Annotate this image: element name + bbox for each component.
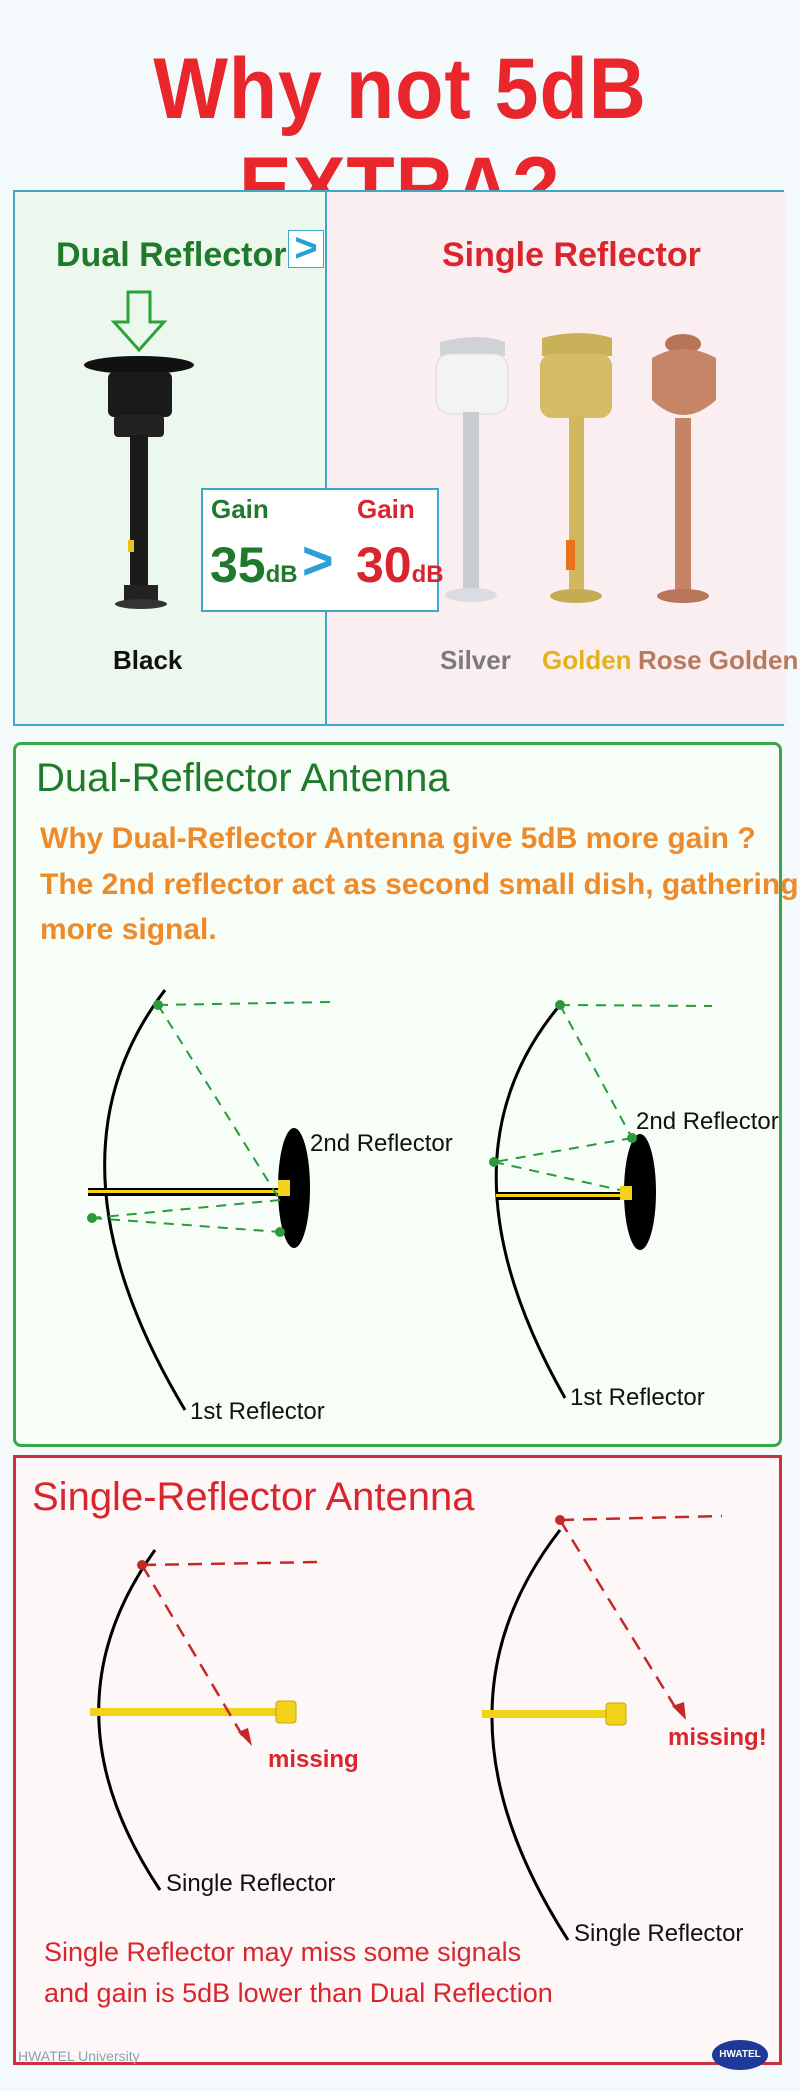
silver-antenna [435,337,509,602]
single-reflector-dish-a [97,1549,162,1891]
variant-golden: Golden [542,645,632,675]
gain-unit-right: dB [411,561,444,588]
dual-side [15,192,325,724]
gain-unit-left: dB [265,561,298,588]
missing-label-a: missing [268,1746,359,1773]
gain-label-left: Gain [211,494,269,524]
antenna-illustrations [84,290,716,609]
single-reflector-label-b: Single Reflector [574,1920,744,1947]
dual-panel-line2: more signal. [40,913,217,946]
feed-arm-single-b [482,1710,612,1718]
comparison-panel [13,190,786,726]
gain-greater-symbol: > [302,531,334,591]
rose-golden-antenna [652,334,716,603]
single-reflector-diagram [90,1514,723,1941]
golden-antenna [540,333,612,603]
single-side [325,192,786,724]
gain-label-right: Gain [357,494,415,524]
single-reflector-dish-b [490,1529,570,1941]
page-title: Why not 5dB EXTRA? [153,41,647,236]
black-antenna [84,356,194,609]
first-reflector-dish-b [494,1004,567,1399]
first-reflector-dish-a [103,989,187,1411]
footer-university: HWATEL University [18,2048,140,2064]
hwatel-logo: HWATEL [712,2040,768,2070]
dual-reflector-diagram [87,989,713,1411]
single-reflector-label-a: Single Reflector [166,1870,336,1897]
gain-value-left: 35dB [210,536,298,594]
variant-black: Black [113,645,183,675]
second-reflector-b [624,1134,656,1250]
dual-panel-question: Why Dual-Reflector Antenna give 5dB more… [40,822,756,855]
dual-panel-heading: Dual-Reflector Antenna [36,756,450,800]
dual-panel-line1: The 2nd reflector act as second small di… [40,868,799,901]
variant-silver: Silver [440,645,511,675]
first-reflector-label-b: 1st Reflector [570,1384,705,1411]
first-reflector-label-a: 1st Reflector [190,1398,325,1425]
second-reflector-a [278,1128,310,1248]
gain-number-left: 35 [210,537,266,593]
second-reflector-label-b: 2nd Reflector [636,1108,779,1135]
single-reflector-panel [13,1455,782,2065]
single-reflector-label: Single Reflector [442,236,701,274]
single-note-line2: and gain is 5dB lower than Dual Reflecti… [44,1978,553,2008]
gain-number-right: 30 [356,537,412,593]
dual-reflector-label: Dual Reflector [56,236,287,274]
gain-value-right: 30dB [356,536,444,594]
variant-rose-golden: Rose Golden [638,645,799,675]
gain-comparison-box [201,488,439,612]
single-note-line1: Single Reflector may miss some signals [44,1937,522,1967]
greater-than-badge: > [288,228,324,268]
down-arrow-icon [110,290,168,353]
missing-label-b: missing! [668,1724,767,1751]
single-panel-heading: Single-Reflector Antenna [32,1475,475,1519]
feed-arm-single-a [90,1708,280,1716]
dual-reflector-panel [13,742,782,1447]
second-reflector-label-a: 2nd Reflector [310,1130,453,1157]
